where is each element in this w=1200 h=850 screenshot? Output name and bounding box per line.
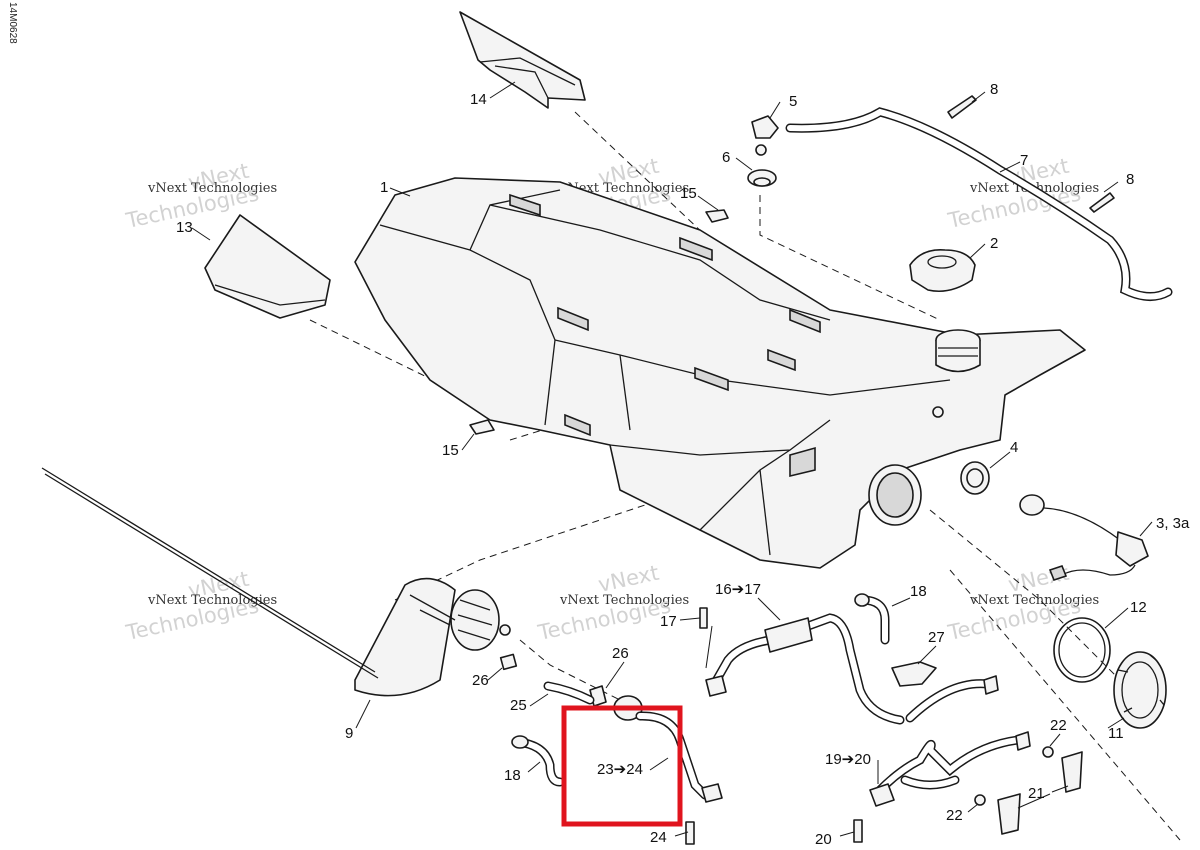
part-14-guard-panel [459,11,586,109]
callout-8-lower: 8 [1126,171,1134,188]
part-21-bracket-right [1061,751,1083,793]
part-16-fuel-filter-hose [705,613,905,725]
part-4-grommet [960,461,990,495]
callout-26-left: 26 [472,672,489,689]
callout-labels: 1 2 3, 3a 4 5 6 7 8 8 9 11 12 13 14 15 1… [176,81,1190,848]
part-2-filler-cap [909,248,976,293]
callout-27: 27 [928,629,945,646]
part-20-connector [853,819,863,843]
part-12-o-ring [1053,617,1111,683]
highlight-box [561,705,683,827]
part-9-fuel-pump [354,577,511,697]
watermark-text: vNext Technologies [969,593,1099,608]
watermark-brand: vNext [596,561,661,597]
part-24-connector [685,821,695,845]
callout-18-right: 18 [910,583,927,600]
part-8-clamp-upper [947,95,977,119]
part-23-hose [613,695,723,803]
watermark-text: vNext Technologies [147,181,277,196]
callout-2: 2 [990,235,998,252]
part-8-clamp-lower [1089,192,1115,213]
part-27-clip [891,661,937,687]
part-19-fuel-line-assembly [869,675,1031,807]
callout-12: 12 [1130,599,1147,616]
callout-7: 7 [1020,152,1028,169]
callout-16-17: 16➔17 [715,581,761,598]
watermark-group-5: vNext vNext Technologies Technologies [535,561,689,645]
callout-3-3a: 3, 3a [1156,515,1190,532]
part-15-rivet-nut-lower [469,419,495,435]
watermark-group-1: vNext vNext Technologies Technologies [123,159,277,233]
callout-11: 11 [1108,725,1124,742]
part-3-fuel-level-sensor [1019,494,1149,581]
callout-25: 25 [510,697,527,714]
part-18-hose-elbow-right [854,593,890,645]
callout-1: 1 [380,179,388,196]
dipstick-rod [41,467,379,679]
part-22-screw-lower [974,794,986,806]
part-15-rivet-nut-upper [705,209,729,223]
callout-18-left: 18 [504,767,521,784]
callout-17: 17 [660,613,677,630]
part-5-vent-valve [751,115,779,156]
callout-24: 24 [650,829,667,846]
part-1-fuel-tank [354,177,1086,569]
part-7-vent-hose [785,107,1173,301]
part-13-side-panel [204,214,331,319]
part-17-connector [699,607,708,629]
part-22-screw-upper [1042,746,1054,758]
watermark-group-6: vNext vNext Technologies Technologies [945,561,1099,645]
part-18-hose-elbow-left [511,735,565,787]
callout-22-lower: 22 [946,807,963,824]
part-25-hose [543,681,595,705]
part-26-fitting-left [499,653,518,671]
document-code: 14M0628 [7,2,18,44]
callout-6: 6 [722,149,730,166]
watermark-group-4: vNext vNext Technologies Technologies [123,567,277,645]
callout-9: 9 [345,725,353,742]
part-21-bracket-left [997,793,1021,835]
callout-22-upper: 22 [1050,717,1067,734]
callout-23-24: 23➔24 [597,761,643,778]
callout-13: 13 [176,219,193,236]
callout-15-lower: 15 [442,442,459,459]
callout-19-20: 19➔20 [825,751,871,768]
callout-26-right: 26 [612,645,629,662]
callout-8-upper: 8 [990,81,998,98]
part-11-locking-ring [1113,651,1167,729]
callout-21: 21 [1028,785,1045,802]
callout-14: 14 [470,91,487,108]
callout-15-upper: 15 [680,185,697,202]
leader-lines [191,81,1153,837]
callout-5: 5 [789,93,797,110]
watermark-text: vNext Technologies [559,593,689,608]
callout-20: 20 [815,831,832,848]
part-6-grommet [747,169,777,187]
callout-4: 4 [1010,439,1018,456]
